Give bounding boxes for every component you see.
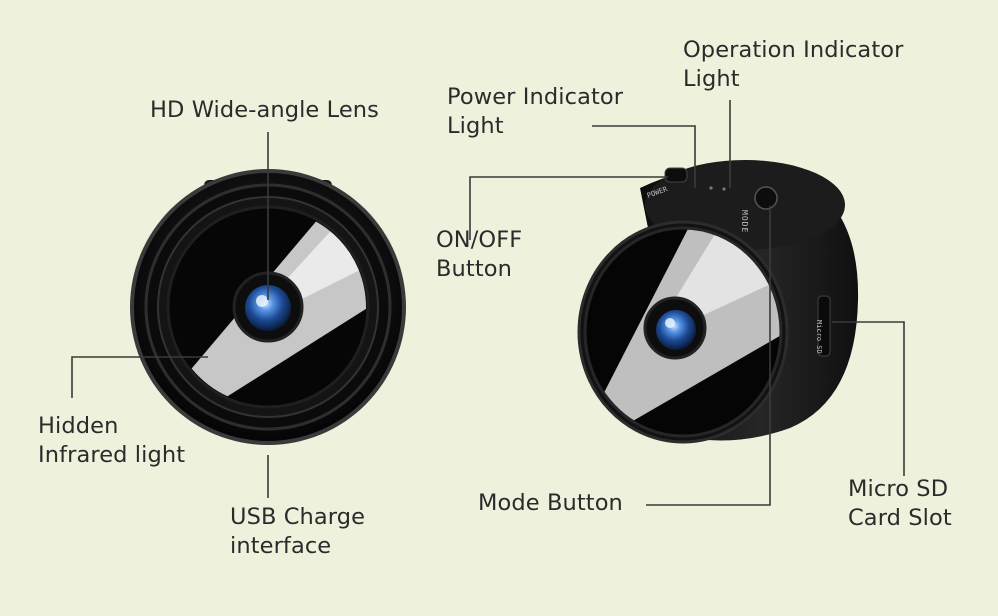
hidden-ir-line-2: Infrared light — [38, 442, 186, 468]
usb-charge-line-2: interface — [230, 533, 332, 559]
mode-button-line-1: Mode Button — [478, 490, 623, 516]
power-indicator-line-2: Light — [447, 113, 504, 139]
power-indicator-leader — [592, 125, 696, 188]
on-off-line-1: ON/OFF — [436, 227, 523, 253]
label-hidden-ir: Hidden Infrared light — [38, 412, 185, 470]
mode-button-leader — [646, 206, 771, 506]
label-on-off: ON/OFF Button — [436, 226, 522, 284]
micro-sd-line-2: Card Slot — [848, 505, 952, 531]
label-usb-charge: USB Charge interface — [230, 503, 365, 561]
usb-charge-line-1: USB Charge — [230, 504, 366, 530]
side-camera: MODE Micro SD POWER — [577, 160, 859, 444]
hidden-ir-leader — [71, 356, 208, 398]
power-indicator-line-1: Power Indicator — [447, 84, 624, 110]
micro-sd-leader — [832, 321, 905, 476]
label-hd-lens: HD Wide-angle Lens — [150, 96, 379, 125]
operation-indicator-line-2: Light — [683, 66, 740, 92]
micro-sd-line-1: Micro SD — [848, 476, 949, 502]
label-power-indicator: Power Indicator Light — [447, 83, 623, 141]
on-off-leader — [469, 176, 668, 240]
label-operation-indicator: Operation Indicator Light — [683, 36, 903, 94]
sd-print: Micro SD — [815, 320, 823, 354]
front-camera — [130, 169, 406, 445]
label-mode-button: Mode Button — [478, 489, 623, 518]
mode-print: MODE — [740, 210, 749, 233]
label-micro-sd: Micro SD Card Slot — [848, 475, 952, 533]
hidden-ir-line-1: Hidden — [38, 413, 119, 439]
hd-lens-line-1: HD Wide-angle Lens — [150, 97, 379, 123]
operation-indicator-line-1: Operation Indicator — [683, 37, 904, 63]
leader-lines — [71, 100, 905, 506]
on-off-line-2: Button — [436, 256, 512, 282]
